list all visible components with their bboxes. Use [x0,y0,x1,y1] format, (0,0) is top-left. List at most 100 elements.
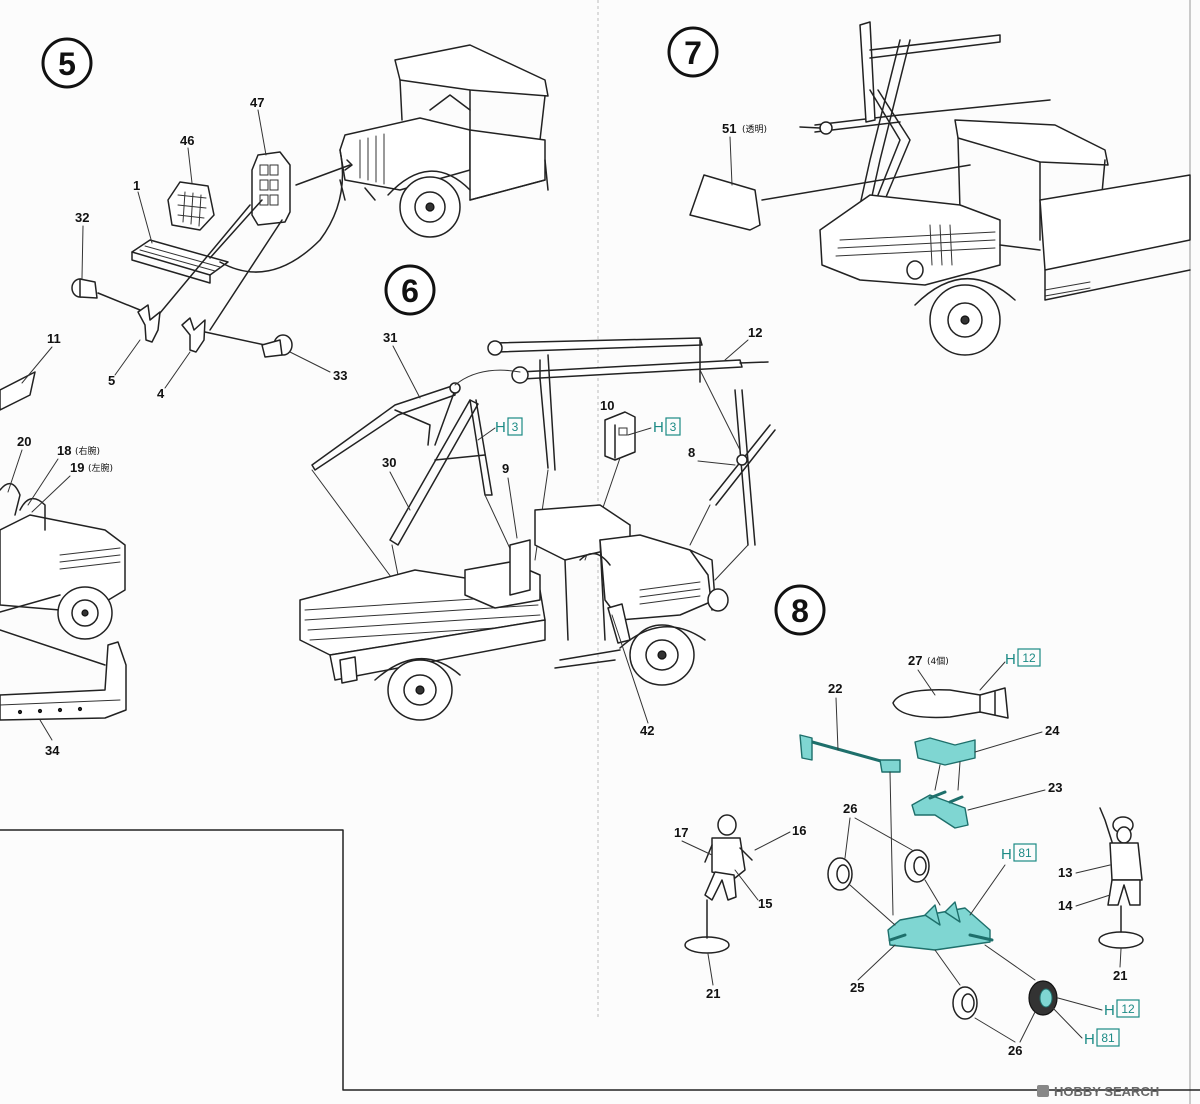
label-33: 33 [333,368,347,383]
label-30: 30 [382,455,396,470]
note-clear: (透明) [742,124,767,135]
left-partial-truck: 11 20 18 (右腕) 19 (左腕) 34 [0,331,127,758]
label-20: 20 [17,434,31,449]
hcode-h12b: 12 [1121,1002,1135,1016]
part-10-box [604,411,636,461]
part-34-bed-side [0,641,127,721]
step-5-circle [41,37,93,89]
truck-step7 [799,21,1191,356]
label-18: 18 [57,443,71,458]
label-13: 13 [1058,865,1072,880]
label-12: 12 [748,325,762,340]
part-25-trolley [887,901,994,951]
hcode-box-h81b [1096,1028,1120,1047]
label-11: 11 [47,331,61,346]
hcode-box-h12b [1116,999,1140,1018]
figure-officer [1098,807,1144,949]
arrow-51 [761,164,971,201]
label-15: 15 [758,896,772,911]
part-46-seat-back [167,181,215,231]
label-1: 1 [133,178,140,193]
step-5-number: 5 [58,46,76,82]
label-26a: 26 [843,801,857,816]
hcode-box-h3a [507,417,523,436]
part-22-tow-bar [799,734,901,773]
label-21b: 21 [1113,968,1127,983]
label-19: 19 [70,460,84,475]
label-25: 25 [850,980,864,995]
label-47: 47 [250,95,264,110]
step-6-group: 6 12 31 30 [299,264,776,738]
part-5-bracket [137,304,161,343]
label-5: 5 [108,373,115,388]
hcode-box-h3b [665,417,681,436]
label-10: 10 [600,398,614,413]
hcode-box-h12a [1017,648,1041,667]
hcode-letter-d: H [1001,846,1012,863]
part-4-bracket [181,317,206,353]
step-7-number: 7 [684,35,702,71]
note-four-pcs: (4個) [927,655,949,667]
part-30-aframe [389,399,493,546]
part-8-xleg [709,389,776,546]
part-1-seat-frame [131,239,229,284]
arrow-46 [209,199,263,259]
arrow-5 [149,204,251,326]
arrow-47 [295,164,351,186]
step-6-circle [384,264,436,316]
hcode-letter-b: H [653,419,664,436]
label-51: 51 [722,121,736,136]
hcode-h12a: 12 [1022,651,1036,665]
figure-mechanic [684,814,753,954]
step-8-number: 8 [791,593,809,629]
hcode-h3b: 3 [670,420,677,434]
part-51-clear-sheet [689,174,761,231]
step-7-group: 7 51 (透明) [667,21,1191,356]
label-8: 8 [688,445,695,460]
label-21a: 21 [706,986,720,1001]
step-5-group: 5 [41,37,549,401]
arrow-32 [97,292,141,311]
label-24: 24 [1045,723,1060,738]
part-32-lamp [71,278,98,299]
step-8-circle [774,584,826,636]
label-26b: 26 [1008,1043,1022,1058]
arrow-4 [209,219,283,331]
label-31: 31 [383,330,397,345]
label-34: 34 [45,743,60,758]
step-6-number: 6 [401,273,419,309]
hcode-letter-a: H [495,419,506,436]
label-17: 17 [674,825,688,840]
part-31-frame [311,382,461,471]
part-26-wheel-a [827,857,853,891]
watermark-text: HOBBY SEARCH [1054,1084,1159,1099]
watermark: HOBBY SEARCH [1037,1084,1159,1099]
label-32: 32 [75,210,89,225]
label-23: 23 [1048,780,1062,795]
part-23-mount [911,794,969,829]
step-7-circle [667,26,719,78]
part-47-panel [251,151,291,226]
part-27-bomb [892,687,1009,719]
truck-front-step5 [339,44,549,238]
label-27: 27 [908,653,922,668]
part-24-cradle [914,737,976,766]
part-11-canopy [0,371,36,411]
hcode-letter-f: H [1084,1031,1095,1048]
watermark-logo-icon [1037,1085,1049,1097]
part-26-wheel-b [904,849,930,883]
hcode-letter-e: H [1104,1002,1115,1019]
label-42: 42 [640,723,654,738]
label-4: 4 [157,386,165,401]
label-22: 22 [828,681,842,696]
step-8-group: 8 27 (4個) H 12 24 23 22 [674,584,1144,1058]
hcode-h3a: 3 [512,420,519,434]
label-16: 16 [792,823,806,838]
label-14: 14 [1058,898,1073,913]
label-9: 9 [502,461,509,476]
hcode-h81b: 81 [1101,1031,1115,1045]
part-26-wheel-c [952,986,978,1020]
arrow-loop [219,149,344,273]
